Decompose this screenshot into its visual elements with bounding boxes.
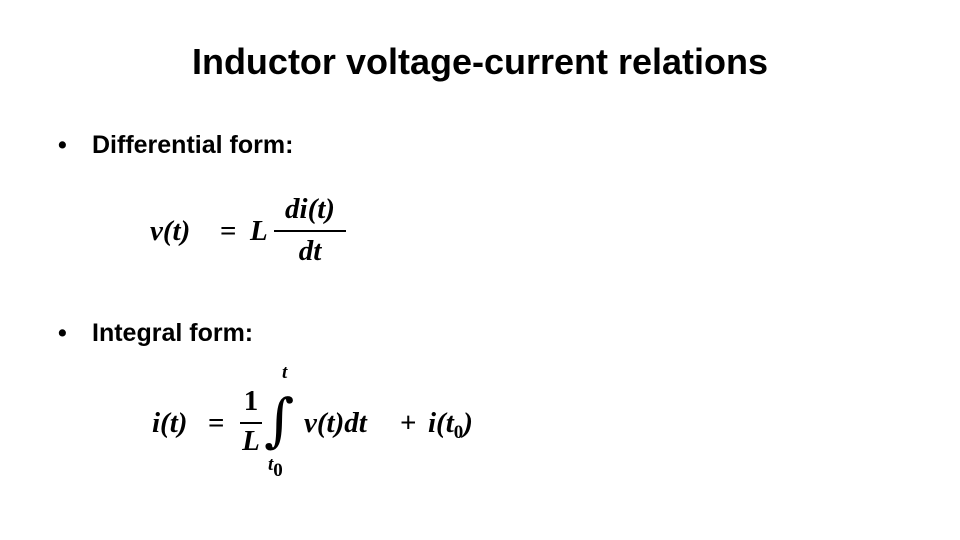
fraction-numerator: 1 bbox=[243, 385, 259, 417]
equals-sign: = bbox=[208, 407, 225, 439]
inductance-symbol: L bbox=[250, 215, 268, 247]
equation-lhs: v(t) bbox=[150, 215, 191, 247]
fraction-denominator: dt bbox=[298, 235, 322, 267]
fraction-bar bbox=[274, 230, 346, 232]
lower-limit-base: t bbox=[268, 454, 274, 475]
bullet-differential-form: • Differential form: bbox=[58, 128, 293, 162]
integral-icon: ∫ bbox=[264, 386, 295, 454]
plus-sign: + bbox=[400, 407, 417, 439]
equation-lhs: i(t) bbox=[152, 407, 188, 439]
bullet-integral-form: • Integral form: bbox=[58, 316, 253, 350]
equals-sign: = bbox=[220, 215, 237, 247]
bullet-marker: • bbox=[58, 319, 67, 347]
fraction-denominator: L bbox=[242, 425, 260, 457]
initial-current-subscript: 0 bbox=[453, 422, 464, 443]
integral-upper-limit: t bbox=[282, 362, 288, 383]
integral-lower-limit: t0 bbox=[268, 454, 283, 481]
bullet-label: Integral form: bbox=[92, 319, 254, 347]
bullet-label: Differential form: bbox=[92, 131, 294, 159]
lower-limit-subscript: 0 bbox=[273, 460, 283, 481]
initial-current-term: i(t0) bbox=[428, 406, 473, 444]
initial-current-base: i(t bbox=[428, 407, 454, 439]
integrand: v(t)dt bbox=[304, 407, 367, 439]
initial-current-close: ) bbox=[463, 407, 473, 439]
fraction-bar bbox=[240, 422, 262, 424]
slide-title: Inductor voltage-current relations bbox=[191, 41, 769, 82]
bullet-marker: • bbox=[58, 131, 67, 159]
fraction-numerator: di(t) bbox=[285, 193, 335, 225]
